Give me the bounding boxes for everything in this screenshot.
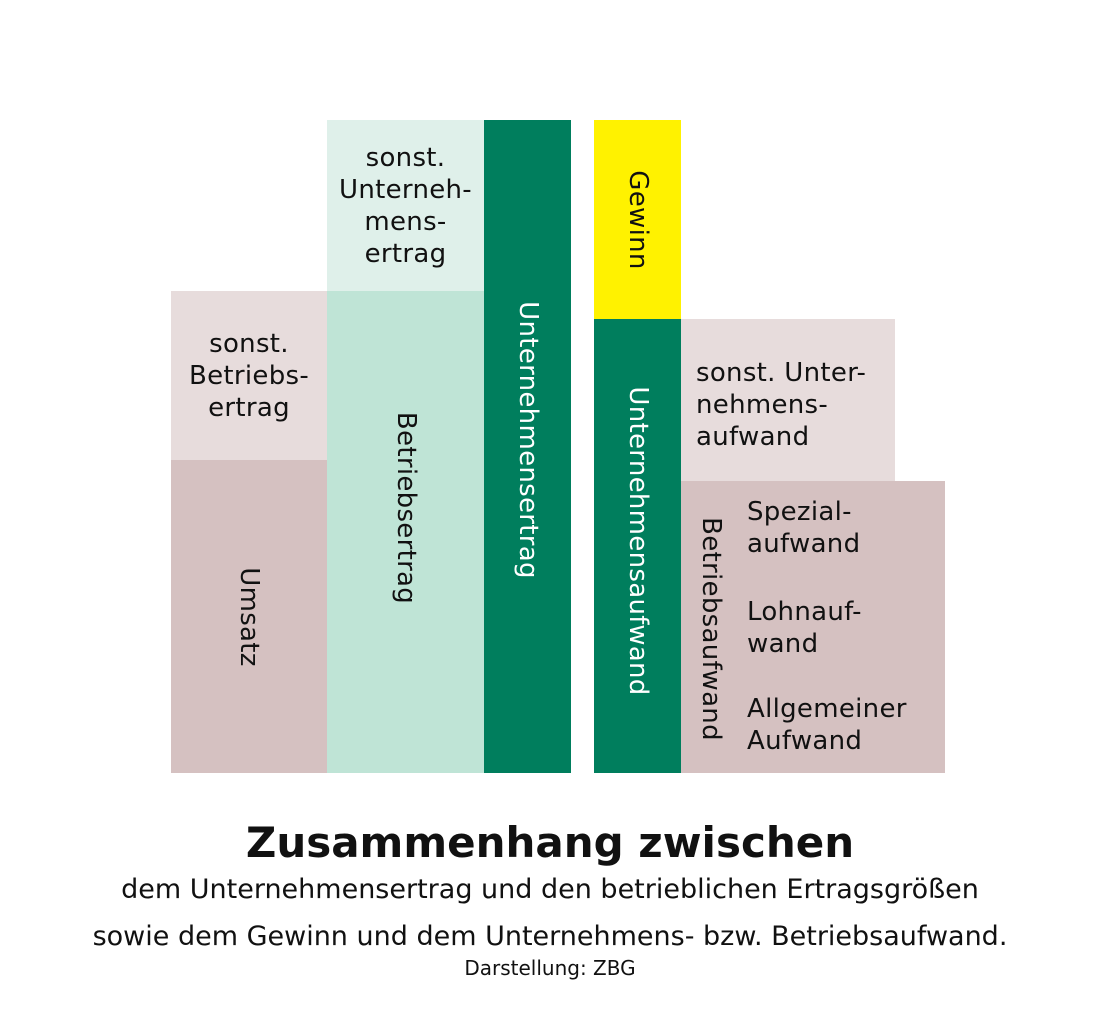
umsatz-block: Umsatz: [171, 460, 327, 773]
caption-title: Zusammenhang zwischen: [245, 818, 855, 867]
gewinn-block: Gewinn: [594, 120, 681, 319]
spezialaufwand-label: Spezial- aufwand: [747, 497, 861, 559]
umsatz-label: Umsatz: [234, 566, 264, 667]
betriebsertrag-block: Betriebsertrag: [327, 291, 484, 773]
betriebsaufwand-label: Betriebsaufwand: [696, 517, 726, 741]
unternehmensertrag-label: Unternehmensertrag: [512, 301, 543, 579]
sonst-unternehmensaufwand-label: sonst. Unter- nehmens- aufwand: [696, 358, 867, 452]
caption-credit: Darstellung: ZBG: [464, 956, 636, 980]
sonst-unternehmensaufwand-block: sonst. Unter- nehmens- aufwand: [681, 319, 895, 481]
gewinn-label: Gewinn: [622, 169, 653, 270]
caption-line-2: sowie dem Gewinn und dem Unternehmens- b…: [92, 921, 1008, 952]
unternehmensertrag-block: Unternehmensertrag: [484, 120, 571, 773]
allgemeiner-aufwand-label: Allgemeiner Aufwand: [747, 694, 907, 756]
caption-line-1: dem Unternehmensertrag und den betriebli…: [121, 874, 979, 905]
betriebsertrag-label: Betriebsertrag: [390, 411, 421, 604]
lohnaufwand-label: Lohnauf- wand: [747, 597, 862, 659]
sonst-betriebsertrag-label: sonst. Betriebs- ertrag: [188, 328, 310, 423]
betriebsaufwand-block: Betriebsaufwand: [681, 481, 945, 773]
sonst-unternehmensertrag-block: sonst. Unterneh- mens- ertrag: [327, 120, 484, 291]
unternehmensaufwand-block: Unternehmensaufwand: [594, 319, 681, 773]
sonst-unternehmensertrag-label: sonst. Unterneh- mens- ertrag: [339, 142, 472, 269]
sonst-betriebsertrag-block: sonst. Betriebs- ertrag: [171, 291, 327, 460]
unternehmensaufwand-label: Unternehmensaufwand: [622, 386, 653, 697]
